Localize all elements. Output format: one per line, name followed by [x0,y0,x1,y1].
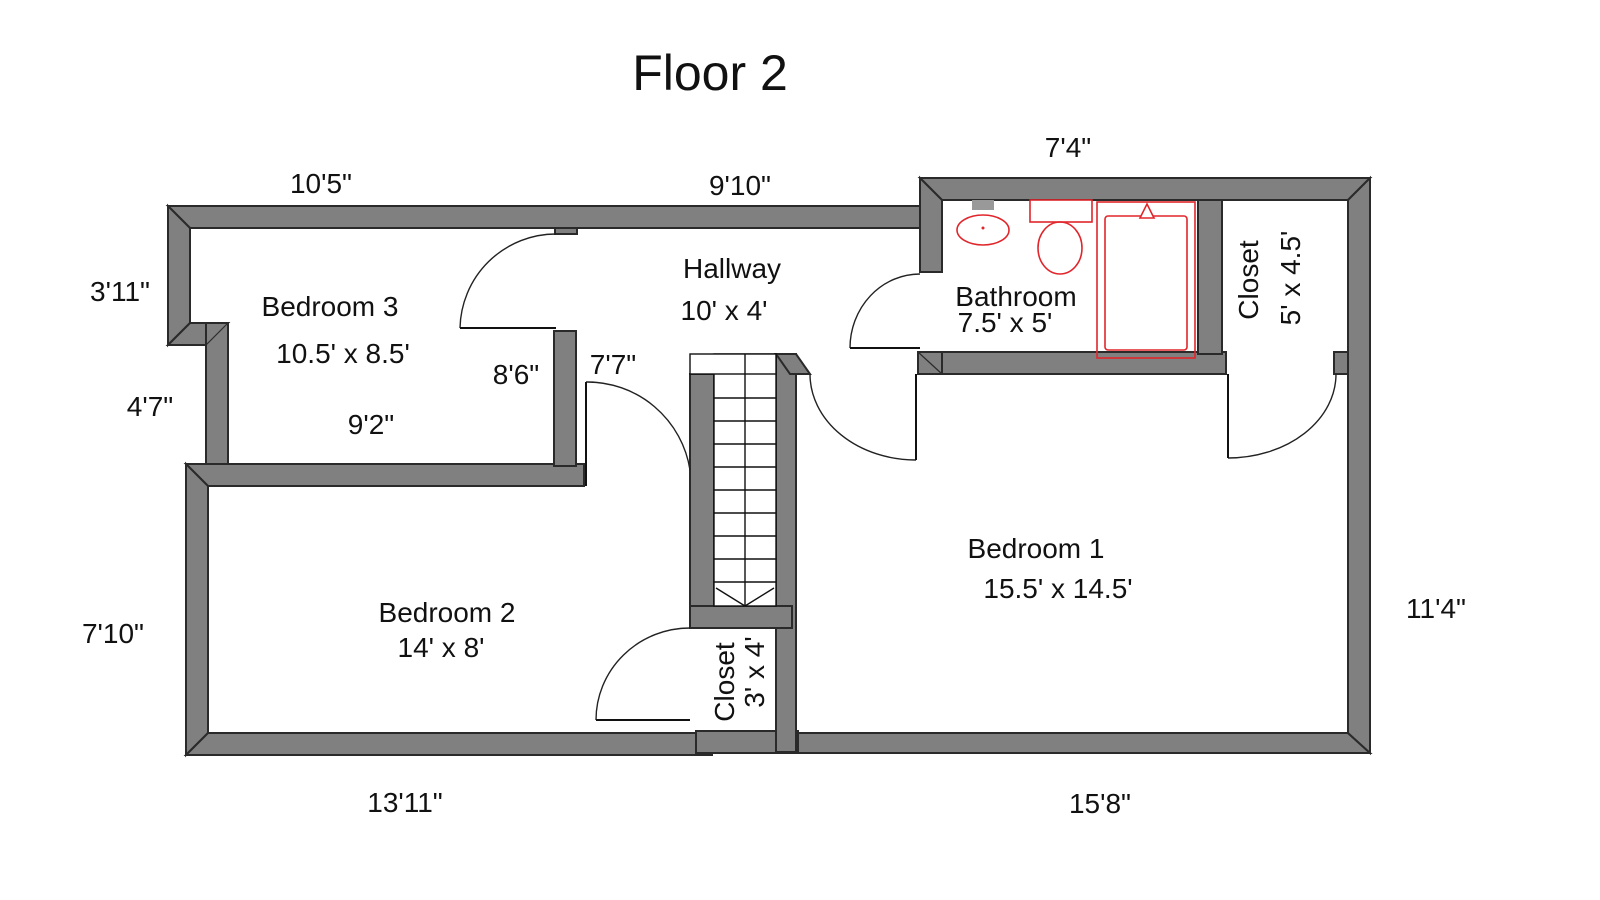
dim-right: 11'4" [1406,593,1466,624]
tub-faucet-icon [1138,202,1156,219]
wall-closet-divider [1197,199,1223,355]
wall-left-upper [167,203,191,348]
doors [459,233,1337,721]
door-swing-closet-stair [595,627,691,721]
dim-left-upper: 3'11" [90,276,150,307]
dim-top-right: 7'4" [1045,132,1091,163]
dim-bedroom3-inner-width: 9'2" [348,409,394,440]
toilet-bowl-icon [1037,221,1083,275]
bathroom-label: Bathroom [955,281,1076,312]
bedroom2-size: 14' x 8' [398,632,485,663]
door-swing-bathroom [849,273,921,349]
closet-stair-size: 3' x 4' [739,636,770,707]
door-swing-bedroom3 [459,233,557,329]
dim-left-middle: 4'7" [127,391,173,422]
wall-stair-left [689,373,715,609]
wall-closet-bottom [695,730,799,754]
closet-bath-size: 5' x 4.5' [1275,231,1306,326]
closet-stair-label: Closet [709,642,740,722]
wall-bottom-left [183,732,713,756]
wall-bedroom3-right [553,330,577,467]
bedroom1-size: 15.5' x 14.5' [983,573,1132,604]
floor-title: Floor 2 [632,45,788,101]
bathroom-size: 7.5' x 5' [958,307,1053,338]
hallway-size: 10' x 4' [681,295,768,326]
wall-stair-right [775,353,797,753]
toilet-tank-icon [1029,199,1093,223]
bathroom-fixtures [956,199,1196,359]
wall-bottom-right [795,732,1373,754]
door-swing-closet-bath [1227,373,1337,459]
dimension-labels: 10'5" 9'10" 7'4" 3'11" 4'7" 7'10" 11'4" … [82,132,1466,819]
dim-top-middle: 9'10" [709,170,771,201]
bedroom3-label: Bedroom 3 [262,291,399,322]
dim-top-left: 10'5" [290,168,352,199]
dim-hall-opening: 7'7" [590,349,636,380]
wall-bath-top [917,177,1373,201]
walls [165,175,1373,758]
room-labels: Bedroom 3 10.5' x 8.5' Hallway 10' x 4' … [262,231,1306,722]
faucet-icon [972,200,994,210]
door-stop [554,227,578,235]
wall-stair-bottom [689,605,793,629]
closet-door-stop [1333,351,1349,375]
bathtub-icon [1096,201,1196,359]
dim-bottom-right: 15'8" [1069,788,1131,819]
staircase [689,353,777,607]
wall-bath-bottom [939,351,1227,375]
wall-left-lower [185,461,209,758]
bedroom3-size: 10.5' x 8.5' [276,338,410,369]
bedroom1-label: Bedroom 1 [968,533,1105,564]
sink-icon [956,214,1010,246]
wall-bedroom3-bottom [183,463,585,487]
wall-left-middle [205,322,229,467]
dim-bedroom3-inner-height: 8'6" [493,359,539,390]
dim-left-lower: 7'10" [82,618,144,649]
door-swing-bedroom1 [809,373,917,461]
door-swing-bedroom2 [585,381,691,471]
closet-bath-label: Closet [1233,240,1264,320]
bedroom2-label: Bedroom 2 [379,597,516,628]
hallway-label: Hallway [683,253,781,284]
wall-right [1347,175,1371,756]
dim-bottom-left: 13'11" [367,787,443,818]
wall-top [165,205,923,229]
